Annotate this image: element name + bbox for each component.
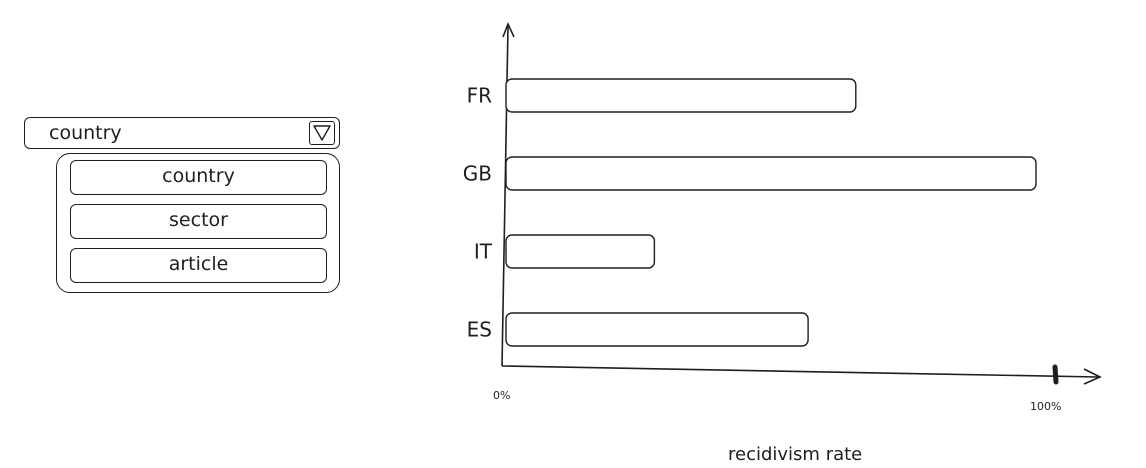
x-tick-label-min: 0% [493,389,510,402]
grouping-dropdown-menu: country sector article [56,153,340,293]
bar-es [505,312,809,347]
category-labels: FR GB IT ES [463,84,493,342]
grouping-select[interactable]: country [24,117,340,149]
category-label-fr: FR [467,84,493,108]
bar-it [505,234,656,269]
option-sector[interactable]: sector [70,204,327,239]
grouping-select-value: country [49,122,122,144]
x-axis-title: recidivism rate [728,444,862,465]
category-label-it: IT [474,240,493,264]
bar-gb [505,156,1037,191]
option-article[interactable]: article [70,248,327,283]
bars [505,78,1037,347]
category-label-gb: GB [463,162,492,186]
option-country[interactable]: country [70,160,327,195]
bar-fr [505,78,857,113]
x-tick-label-max: 100% [1030,400,1061,413]
category-label-es: ES [467,318,492,342]
x-axis [501,364,1102,385]
chevron-down-icon[interactable] [309,121,335,145]
